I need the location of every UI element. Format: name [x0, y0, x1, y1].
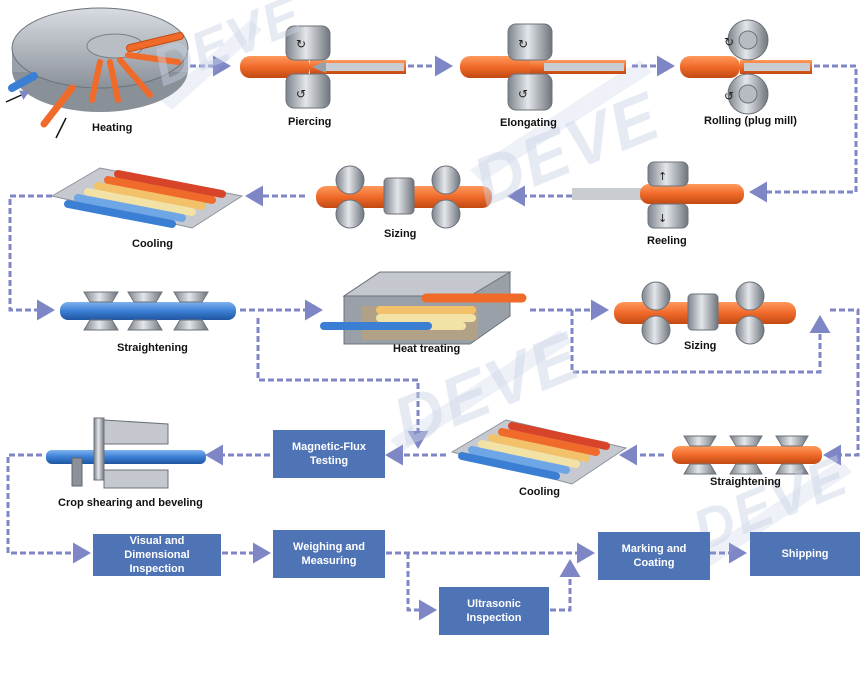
heat-treating-furnace-illustration — [320, 271, 527, 345]
sizing-illustration-1 — [316, 165, 492, 229]
svg-text:↺: ↺ — [724, 89, 734, 103]
box-shipping: Shipping — [750, 532, 860, 576]
box-visual-dimensional-inspection: Visual and Dimensional Inspection — [93, 534, 221, 576]
label-rolling: Rolling (plug mill) — [704, 115, 797, 127]
label-cooling-1: Cooling — [132, 238, 173, 250]
label-piercing: Piercing — [288, 116, 332, 128]
label-heating: Heating — [92, 122, 133, 134]
cooling-rack-illustration-1 — [50, 167, 244, 229]
svg-text:↓: ↓ — [658, 212, 667, 225]
watermark-stripes — [160, 20, 852, 572]
straightening-illustration-1 — [60, 291, 236, 331]
box-magnetic-flux-testing: Magnetic-Flux Testing — [273, 430, 385, 478]
elongating-illustration: ↻ ↺ — [460, 23, 626, 111]
box-weighing-measuring: Weighing and Measuring — [273, 530, 385, 578]
label-straightening-1: Straightening — [117, 342, 188, 354]
label-elongating: Elongating — [500, 117, 557, 129]
straightening-illustration-2 — [672, 435, 822, 475]
label-heat-treating: Heat treating — [393, 343, 461, 355]
svg-text:↑: ↑ — [658, 170, 667, 183]
rolling-illustration: ↻ ↺ — [680, 19, 812, 115]
reeling-illustration: ↑ ↓ — [572, 161, 744, 229]
box-marking-coating: Marking and Coating — [598, 532, 710, 580]
svg-text:↺: ↺ — [296, 87, 306, 101]
svg-text:↻: ↻ — [518, 37, 528, 51]
svg-text:↻: ↻ — [296, 37, 306, 51]
svg-text:↻: ↻ — [724, 35, 734, 49]
label-sizing-1: Sizing — [384, 228, 417, 240]
label-straightening-2: Straightening — [710, 476, 781, 488]
sizing-illustration-2 — [614, 281, 796, 345]
flow-arrows — [6, 55, 860, 621]
box-ultrasonic-inspection: Ultrasonic Inspection — [439, 587, 549, 635]
cooling-rack-illustration-2 — [450, 419, 628, 485]
piercing-illustration: ↻ ↺ — [240, 25, 406, 109]
heating-furnace-illustration — [5, 7, 189, 139]
label-cooling-2: Cooling — [519, 486, 560, 498]
label-reeling: Reeling — [647, 235, 687, 247]
crop-shearing-illustration — [46, 417, 206, 489]
svg-text:↺: ↺ — [518, 87, 528, 101]
label-crop-shearing: Crop shearing and beveling — [58, 497, 203, 509]
label-sizing-2: Sizing — [684, 340, 717, 352]
